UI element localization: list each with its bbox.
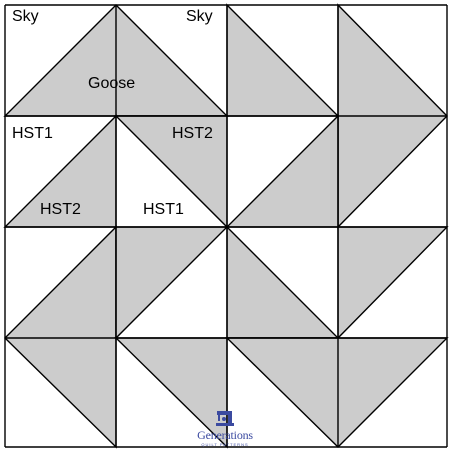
watermark-brand: Generations — [197, 428, 253, 442]
hst2-label-bottom: HST2 — [40, 201, 81, 218]
watermark-tagline: QUILT PATTERNS — [201, 442, 249, 447]
watermark-logo: Generations QUILT PATTERNS — [184, 408, 266, 448]
hst2-label-top: HST2 — [172, 125, 213, 142]
sky-label-right: Sky — [186, 8, 213, 25]
sewing-machine-icon — [216, 411, 234, 426]
sky-label-left: Sky — [12, 8, 39, 25]
hst1-label-top: HST1 — [12, 125, 53, 142]
goose-label: Goose — [88, 75, 136, 92]
hst1-label-bottom: HST1 — [143, 201, 184, 218]
